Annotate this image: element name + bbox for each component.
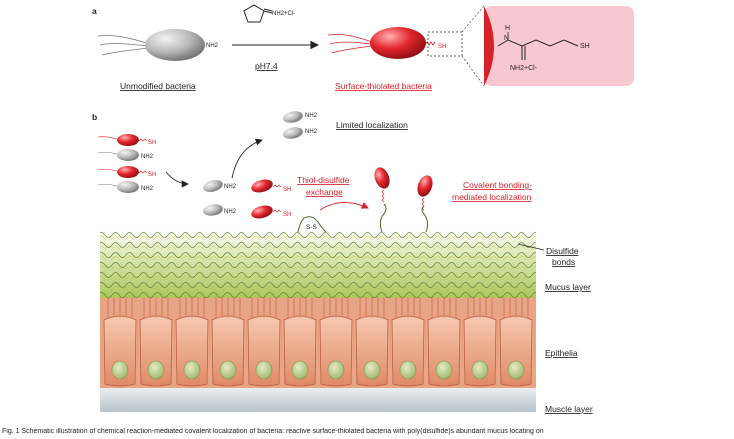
cell-nucleus <box>363 360 381 380</box>
limited-localization-label: Limited localization <box>336 120 408 130</box>
cell-nucleus <box>507 360 525 380</box>
cell-nucleus <box>291 360 309 380</box>
cell-nucleus <box>471 360 489 380</box>
cell-nucleus <box>111 360 129 380</box>
unmodified-nh2-label: NH2 <box>206 43 219 49</box>
unmodified-bacteria-label: Unmodified bacteria <box>120 81 196 91</box>
mid-sh-label-2: SH <box>283 212 291 218</box>
flow-arrow <box>165 171 189 188</box>
disulfide-label-line2: bonds <box>552 257 575 267</box>
bacteria-mixed-group <box>203 179 282 219</box>
cell-nucleus <box>435 360 453 380</box>
thiolated-sh-label: SH <box>438 44 446 50</box>
zoom-amidinium-label: NH2+Cl- <box>510 65 538 72</box>
cell-nucleus <box>399 360 417 380</box>
bacteria-column-left <box>97 134 148 193</box>
panel-a-label: a <box>92 6 97 16</box>
cell-nucleus <box>327 360 345 380</box>
cell-nucleus <box>147 360 165 380</box>
epithelia-cells <box>100 297 536 388</box>
thiol-label-line2: exchange <box>306 187 343 197</box>
zoom-sh-label: SH <box>580 43 590 50</box>
thiol-label-line1: Thiol-disulfide <box>297 175 350 185</box>
bound-bacteria <box>374 167 433 211</box>
reagent-structure <box>243 4 273 23</box>
unmodified-bacterium <box>97 29 205 61</box>
disulfide-network <box>100 230 536 298</box>
disulfide-label-line1: Disulfide <box>546 246 579 256</box>
cell-nucleus <box>219 360 237 380</box>
ss-label: S-S <box>306 224 318 231</box>
zoom-inset <box>484 6 634 86</box>
limited-arrow <box>231 138 263 179</box>
left-nh2-label-2: NH2 <box>141 186 154 192</box>
zoom-n-label: N <box>504 35 509 42</box>
limited-bacteria <box>283 111 303 139</box>
mid-sh-label-1: SH <box>283 187 291 193</box>
zoom-h-label: H <box>505 25 510 32</box>
cov-label-line2: mediated localization <box>452 192 532 202</box>
mucus-layer-label: Mucus layer <box>545 282 591 292</box>
muscle-layer-label: Muscle layer <box>545 404 593 414</box>
left-sh-label-1: SH <box>148 140 156 146</box>
cell-nucleus <box>255 360 273 380</box>
condition-label: pH7.4 <box>255 61 278 71</box>
epithelia-label: Epithelia <box>545 348 578 358</box>
limited-nh2-label-2: NH2 <box>305 129 318 135</box>
left-sh-label-2: SH <box>148 172 156 178</box>
muscle-layer <box>100 388 536 412</box>
mid-nh2-label-1: NH2 <box>224 184 237 190</box>
reagent-label: NH2+Cl- <box>272 11 295 17</box>
left-nh2-label-1: NH2 <box>141 154 154 160</box>
exchange-arrow <box>319 202 369 211</box>
panel-b-label: b <box>92 112 97 122</box>
cov-label-line1: Covalent bonding- <box>463 180 532 190</box>
cell-nucleus <box>183 360 201 380</box>
zoom-marker-box <box>427 31 463 57</box>
figure-caption: Fig. 1 Schematic illustration of chemica… <box>2 428 544 435</box>
mid-nh2-label-2: NH2 <box>224 209 237 215</box>
surface-thiolated-label: Surface-thiolated bacteria <box>335 81 432 91</box>
mucus-tethers <box>297 203 429 233</box>
limited-nh2-label-1: NH2 <box>305 113 318 119</box>
thiolated-bacterium <box>327 27 436 59</box>
